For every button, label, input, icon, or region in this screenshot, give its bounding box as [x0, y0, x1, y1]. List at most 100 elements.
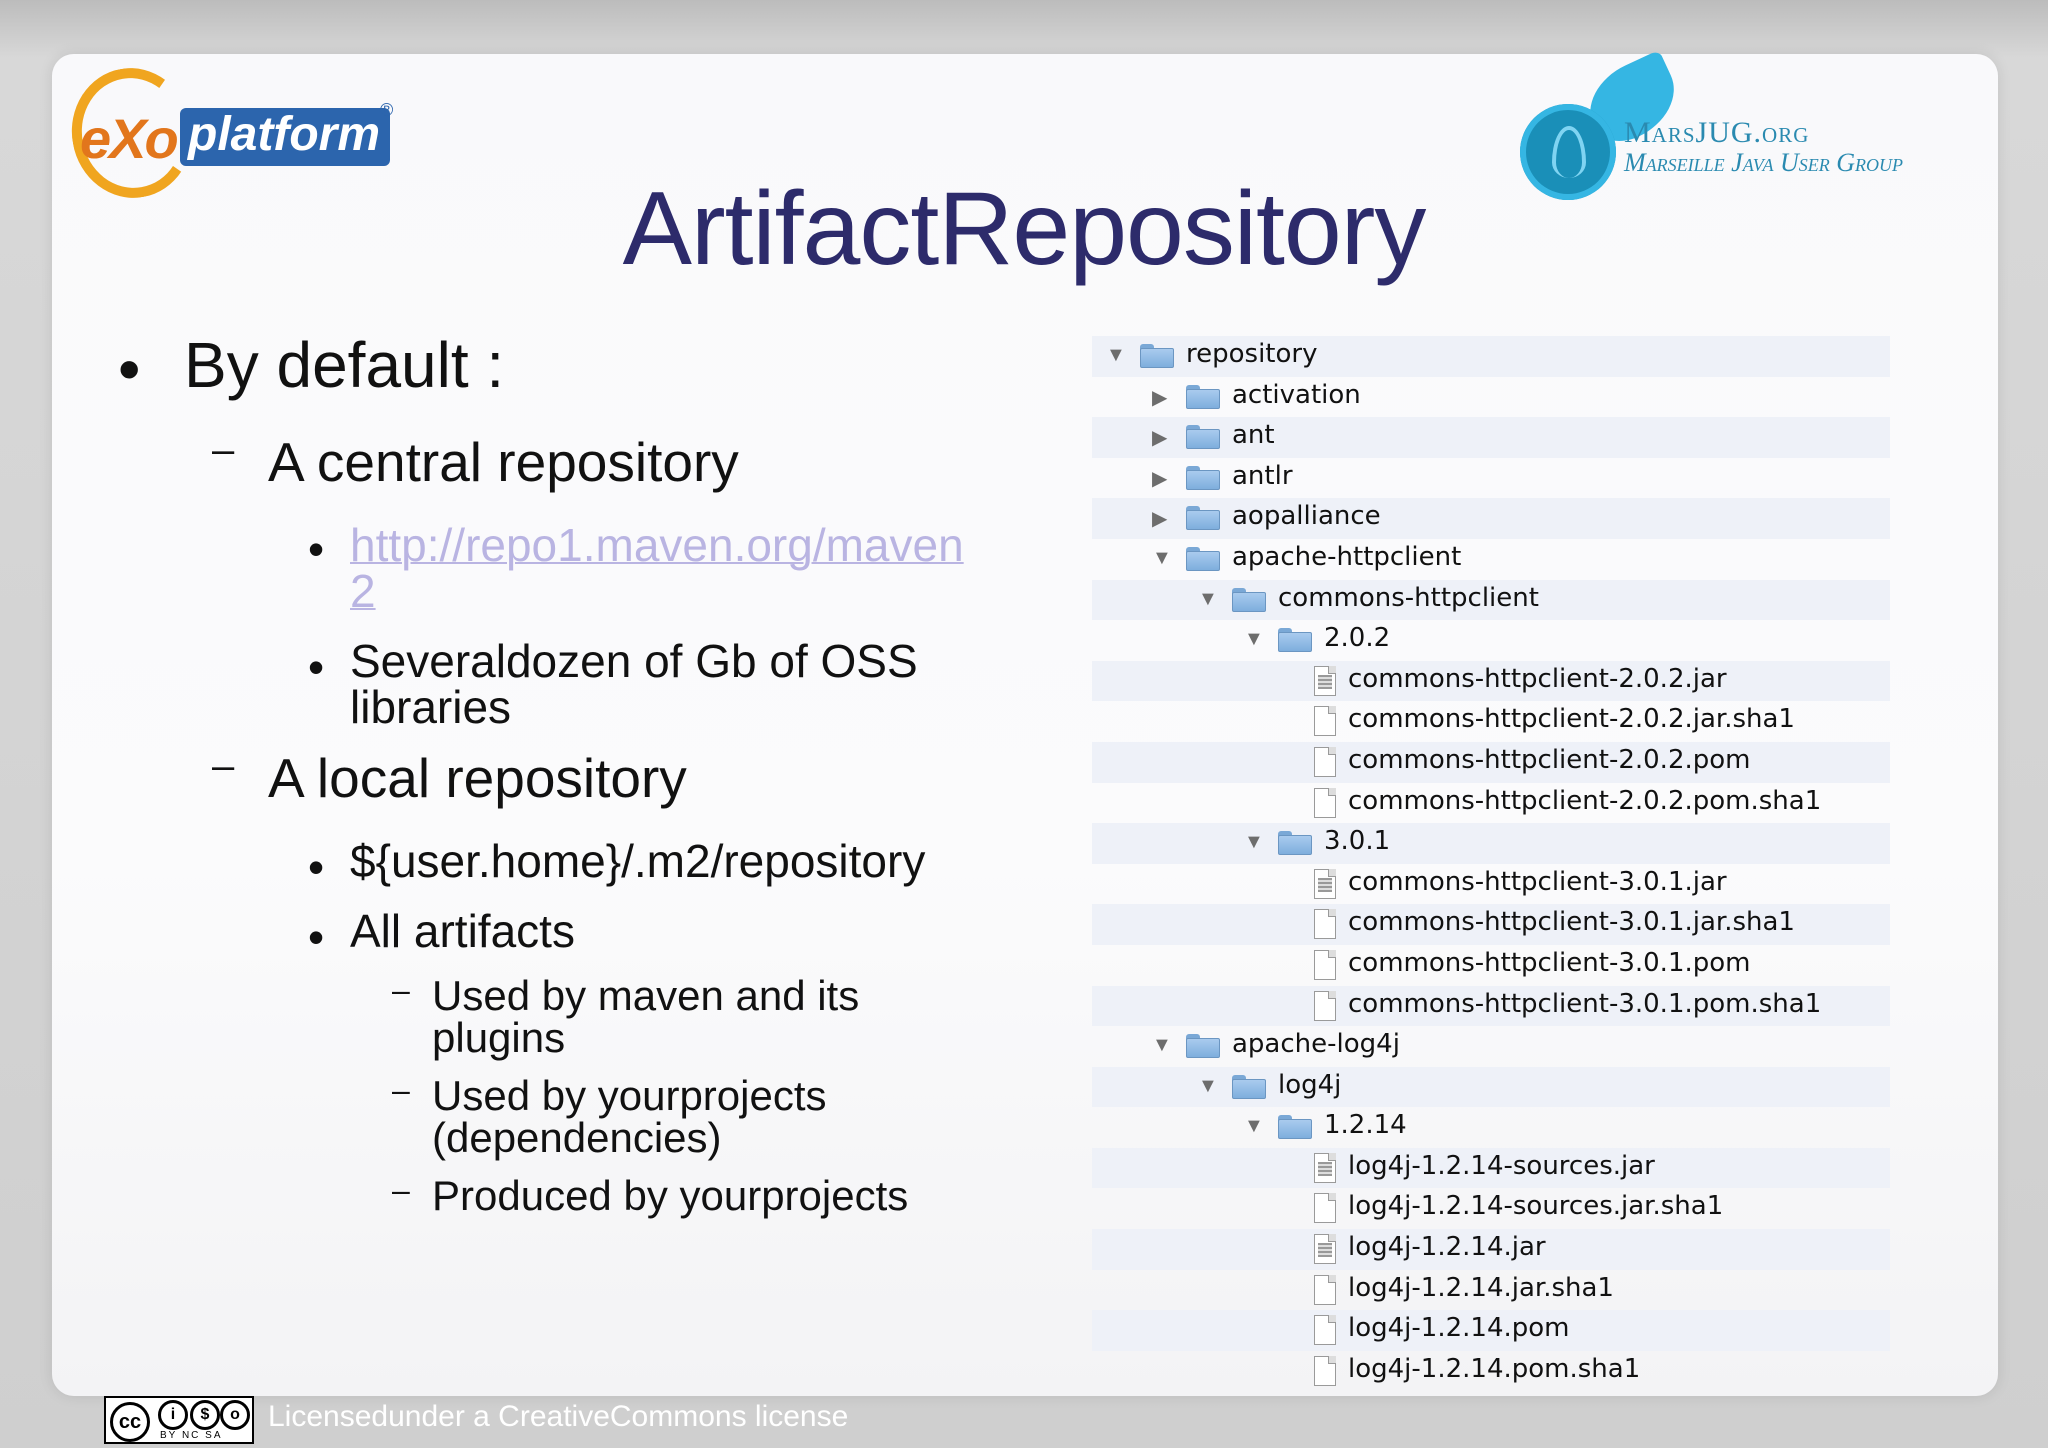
tree-item-label: commons-httpclient-3.0.1.pom — [1348, 947, 1751, 978]
tree-row[interactable]: ▼ apache-log4j — [1092, 1026, 1890, 1067]
tree-row[interactable]: commons-httpclient-2.0.2.pom.sha1 — [1092, 783, 1890, 824]
tree-item-label: commons-httpclient-2.0.2.pom.sha1 — [1348, 785, 1822, 816]
tree-row[interactable]: ▼apache-httpclient — [1092, 539, 1890, 580]
tree-row[interactable]: ▼log4j — [1092, 1066, 1890, 1108]
marsjug-name: MarsJUG.org — [1624, 116, 1810, 149]
marsjug-subtitle: Marseille Java User Group — [1624, 148, 1903, 177]
tree-row[interactable]: log4j-1.2.14.jar — [1092, 1229, 1890, 1270]
file-icon — [1314, 990, 1336, 1021]
disclosure-expanded-icon[interactable]: ▼ — [1244, 628, 1264, 651]
bullet-oss-libraries: Severaldozen of Gb of OSS — [350, 635, 918, 687]
jar-file-icon — [1314, 1234, 1336, 1265]
bullet-used-by-projects: Used by yourprojects — [432, 1072, 827, 1119]
disclosure-expanded-icon[interactable]: ▼ — [1152, 546, 1172, 569]
disclosure-expanded-icon[interactable]: ▼ — [1198, 1074, 1218, 1097]
tree-row[interactable]: commons-httpclient-3.0.1.jar — [1092, 864, 1890, 905]
tree-row[interactable]: commons-httpclient-2.0.2.jar — [1092, 660, 1890, 702]
tree-row[interactable]: ▼ commons-httpclient — [1092, 579, 1890, 621]
folder-icon — [1186, 384, 1220, 409]
tree-item-label: ant — [1232, 420, 1275, 451]
tree-item-label: activation — [1232, 379, 1361, 410]
tree-row[interactable]: commons-httpclient-2.0.2.jar.sha1 — [1092, 701, 1890, 742]
exo-logo-platform: platform — [180, 108, 390, 166]
bullet-local-repository: A local repository — [268, 747, 687, 809]
tree-row[interactable]: log4j-1.2.14-sources.jar — [1092, 1147, 1890, 1189]
folder-icon — [1186, 1034, 1220, 1059]
bullet-all-artifacts: All artifacts — [350, 905, 575, 957]
disclosure-collapsed-icon[interactable]: ▶ — [1152, 427, 1168, 450]
repository-file-tree: ▼repository ▶ activation ▶ ant ▶ antlr ▶aopalli… — [1092, 336, 1890, 1391]
disclosure-expanded-icon[interactable]: ▼ — [1244, 831, 1264, 854]
file-icon — [1314, 787, 1336, 818]
tree-item-label: log4j-1.2.14-sources.jar — [1348, 1150, 1655, 1181]
tree-item-label: commons-httpclient-3.0.1.jar.sha1 — [1348, 907, 1795, 938]
tree-item-label: log4j-1.2.14.jar — [1348, 1232, 1546, 1263]
disclosure-expanded-icon[interactable]: ▼ — [1198, 587, 1218, 610]
bullet-used-by-projects-continued: (dependencies) — [432, 1114, 722, 1161]
tree-row[interactable]: commons-httpclient-2.0.2.pom — [1092, 741, 1890, 783]
tree-item-label: commons-httpclient-2.0.2.jar.sha1 — [1348, 704, 1795, 735]
bullet-marker: • — [308, 641, 325, 693]
tree-row[interactable]: ▶ antlr — [1092, 458, 1890, 499]
tree-row[interactable]: ▼repository — [1092, 336, 1890, 377]
tree-row[interactable]: ▼ 2.0.2 — [1092, 620, 1890, 661]
bullet-by-default: By default : — [184, 329, 505, 401]
tree-item-label: 3.0.1 — [1324, 826, 1391, 857]
central-repo-link-continued[interactable]: 2 — [350, 565, 376, 617]
bullet-marker: • — [308, 911, 325, 963]
tree-row[interactable]: ▶ activation — [1092, 377, 1890, 418]
bullet-marker: • — [118, 333, 141, 405]
tree-row[interactable]: ▶aopalliance — [1092, 498, 1890, 539]
tree-item-label: apache-log4j — [1232, 1029, 1400, 1060]
tree-item-label: log4j-1.2.14.pom — [1348, 1313, 1570, 1344]
central-repo-link[interactable]: http://repo1.maven.org/maven — [350, 519, 964, 571]
file-icon — [1314, 1355, 1336, 1386]
tree-item-label: commons-httpclient-3.0.1.pom.sha1 — [1348, 988, 1822, 1019]
tree-row[interactable]: log4j-1.2.14.pom — [1092, 1310, 1890, 1351]
tree-item-label: 1.2.14 — [1324, 1110, 1407, 1141]
exo-platform-logo: eXo platform ® — [61, 58, 412, 208]
tree-row[interactable]: ▼ 3.0.1 — [1092, 823, 1890, 864]
bullet-marker: • — [308, 523, 325, 575]
disclosure-collapsed-icon[interactable]: ▶ — [1152, 467, 1168, 490]
tree-row[interactable]: log4j-1.2.14.jar.sha1 — [1092, 1270, 1890, 1311]
tree-row[interactable]: log4j-1.2.14.pom.sha1 — [1092, 1351, 1890, 1392]
tree-item-label: commons-httpclient-2.0.2.jar — [1348, 663, 1727, 694]
exo-logo-text: eXo — [80, 107, 179, 170]
tree-row[interactable]: commons-httpclient-3.0.1.jar.sha1 — [1092, 904, 1890, 945]
folder-icon — [1186, 465, 1220, 490]
tree-row[interactable]: ▶ ant — [1092, 417, 1890, 458]
folder-icon — [1278, 831, 1312, 856]
tree-row[interactable]: ▼ 1.2.14 — [1092, 1107, 1890, 1148]
dash-marker: – — [392, 1072, 410, 1108]
tree-item-label: commons-httpclient-3.0.1.jar — [1348, 866, 1727, 897]
tree-item-label: log4j-1.2.14.pom.sha1 — [1348, 1353, 1641, 1384]
tree-row[interactable]: commons-httpclient-3.0.1.pom — [1092, 945, 1890, 986]
folder-icon — [1232, 587, 1266, 612]
tree-row[interactable]: log4j-1.2.14-sources.jar.sha1 — [1092, 1188, 1890, 1229]
disclosure-collapsed-icon[interactable]: ▶ — [1152, 386, 1168, 409]
folder-icon — [1140, 344, 1174, 368]
marsjug-logo: MarsJUG.org Marseille Java User Group — [1516, 49, 1996, 204]
disclosure-expanded-icon[interactable]: ▼ — [1106, 344, 1126, 366]
bullet-central-repository: A central repository — [268, 431, 739, 493]
folder-icon — [1278, 628, 1312, 653]
folder-icon — [1186, 546, 1220, 571]
file-icon — [1314, 1274, 1336, 1305]
disclosure-expanded-icon[interactable]: ▼ — [1152, 1034, 1172, 1057]
jar-file-icon — [1314, 665, 1336, 696]
bullet-oss-libraries-continued: libraries — [350, 681, 512, 733]
cc-icon: cc — [110, 1402, 150, 1442]
folder-icon — [1186, 425, 1220, 450]
tree-item-label: commons-httpclient — [1278, 582, 1539, 613]
exo-logo-registered: ® — [380, 100, 394, 120]
attribution-icon: i — [158, 1400, 188, 1430]
tree-row[interactable]: commons-httpclient-3.0.1.pom.sha1 — [1092, 985, 1890, 1027]
disclosure-expanded-icon[interactable]: ▼ — [1244, 1115, 1264, 1138]
file-icon — [1314, 706, 1336, 737]
tree-item-label: antlr — [1232, 460, 1293, 491]
folder-icon — [1186, 506, 1220, 531]
disclosure-collapsed-icon[interactable]: ▶ — [1152, 508, 1168, 531]
tree-item-label: 2.0.2 — [1324, 623, 1391, 654]
file-icon — [1314, 1315, 1336, 1346]
